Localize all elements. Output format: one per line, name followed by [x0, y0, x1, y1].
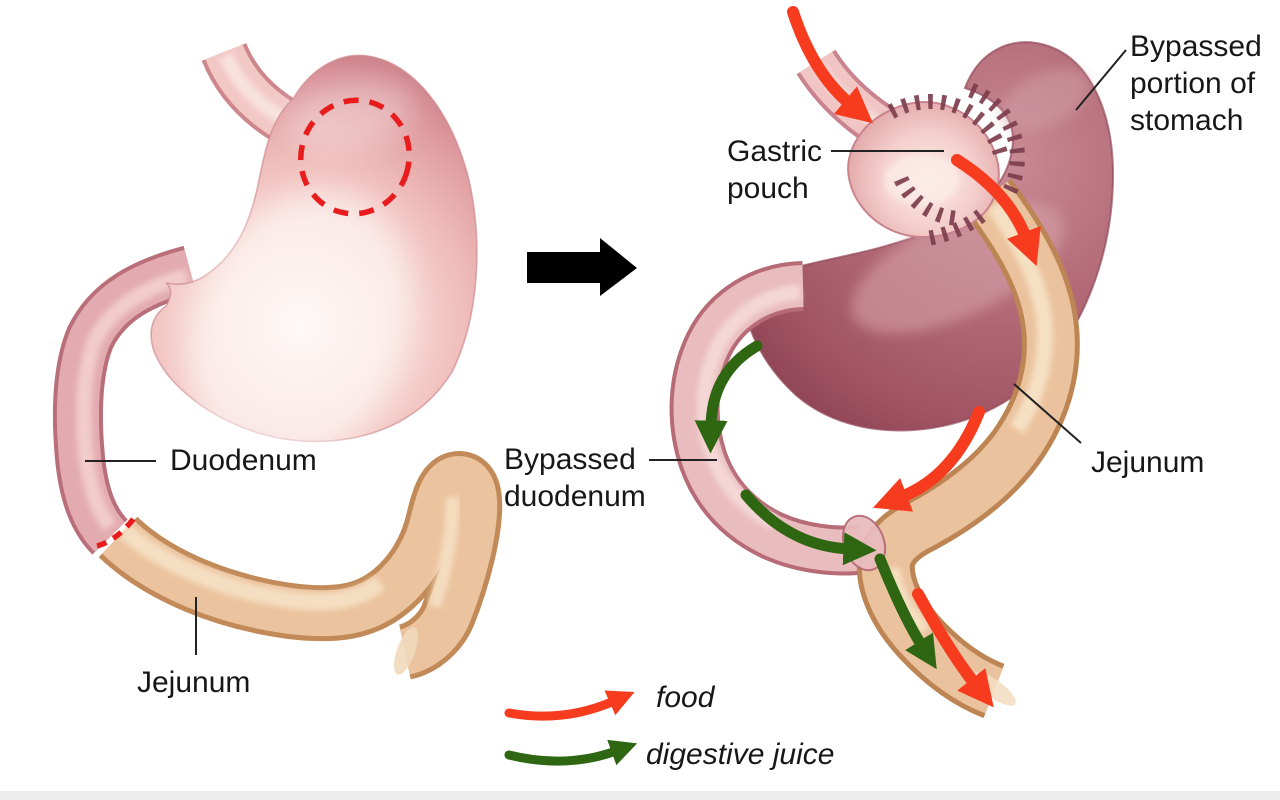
legend-arrows	[504, 690, 638, 766]
duodenum-tube	[52, 245, 197, 555]
staple-lines	[887, 83, 1025, 246]
gastric-pouch-highlight	[884, 154, 960, 206]
food-flow-arrow	[873, 406, 985, 512]
legend-food-label: food	[656, 681, 715, 714]
bypassed-duodenum-tube	[669, 261, 868, 576]
food-flow-arrow	[912, 588, 994, 708]
bottom-bar	[0, 791, 1280, 800]
legend-digestive-juice-label: digestive juice	[646, 738, 835, 771]
jejunum-label-right: Jejunum	[1091, 446, 1205, 479]
legend-food-arrow-icon	[504, 690, 635, 721]
food-flow-arrow	[787, 6, 873, 124]
staple-line	[967, 83, 1025, 204]
incision-dashed-cut	[96, 516, 137, 549]
staple-line	[887, 94, 1010, 163]
digestive-juice-flow-arrow	[740, 489, 877, 566]
leader-line-jejunum-right	[1013, 383, 1082, 444]
label-leader-lines	[85, 49, 1127, 655]
stomach-highlight	[286, 78, 414, 152]
food-flow-arrows	[787, 6, 1041, 708]
bypassed-stomach-label: Bypassed portion of stomach	[1130, 30, 1262, 137]
digestive-juice-flow-arrows	[694, 340, 937, 670]
digestive-juice-flow-arrow	[874, 553, 937, 670]
bypassed-duodenum-label: Bypassed duodenum	[504, 443, 646, 513]
normal-anatomy-illustration	[52, 42, 503, 680]
gastric-pouch-label: Gastric pouch	[727, 135, 823, 205]
duodenum-label: Duodenum	[170, 444, 317, 477]
digestive-juice-flow-arrow	[694, 340, 763, 454]
legend-digestive-juice-arrow-icon	[504, 739, 638, 766]
bypassed-stomach-highlight	[1000, 68, 1090, 132]
jejunum-label-left: Jejunum	[137, 666, 251, 699]
bypass-anatomy-illustration	[669, 6, 1115, 719]
food-flow-arrow	[951, 154, 1041, 267]
jejunum-tube	[98, 451, 503, 680]
incision-dashed-outline	[298, 97, 412, 217]
staple-line	[928, 207, 989, 246]
transform-arrow-icon	[527, 238, 637, 296]
leader-line-bypassed-stomach	[1075, 49, 1127, 111]
stomach-highlight	[188, 189, 412, 471]
